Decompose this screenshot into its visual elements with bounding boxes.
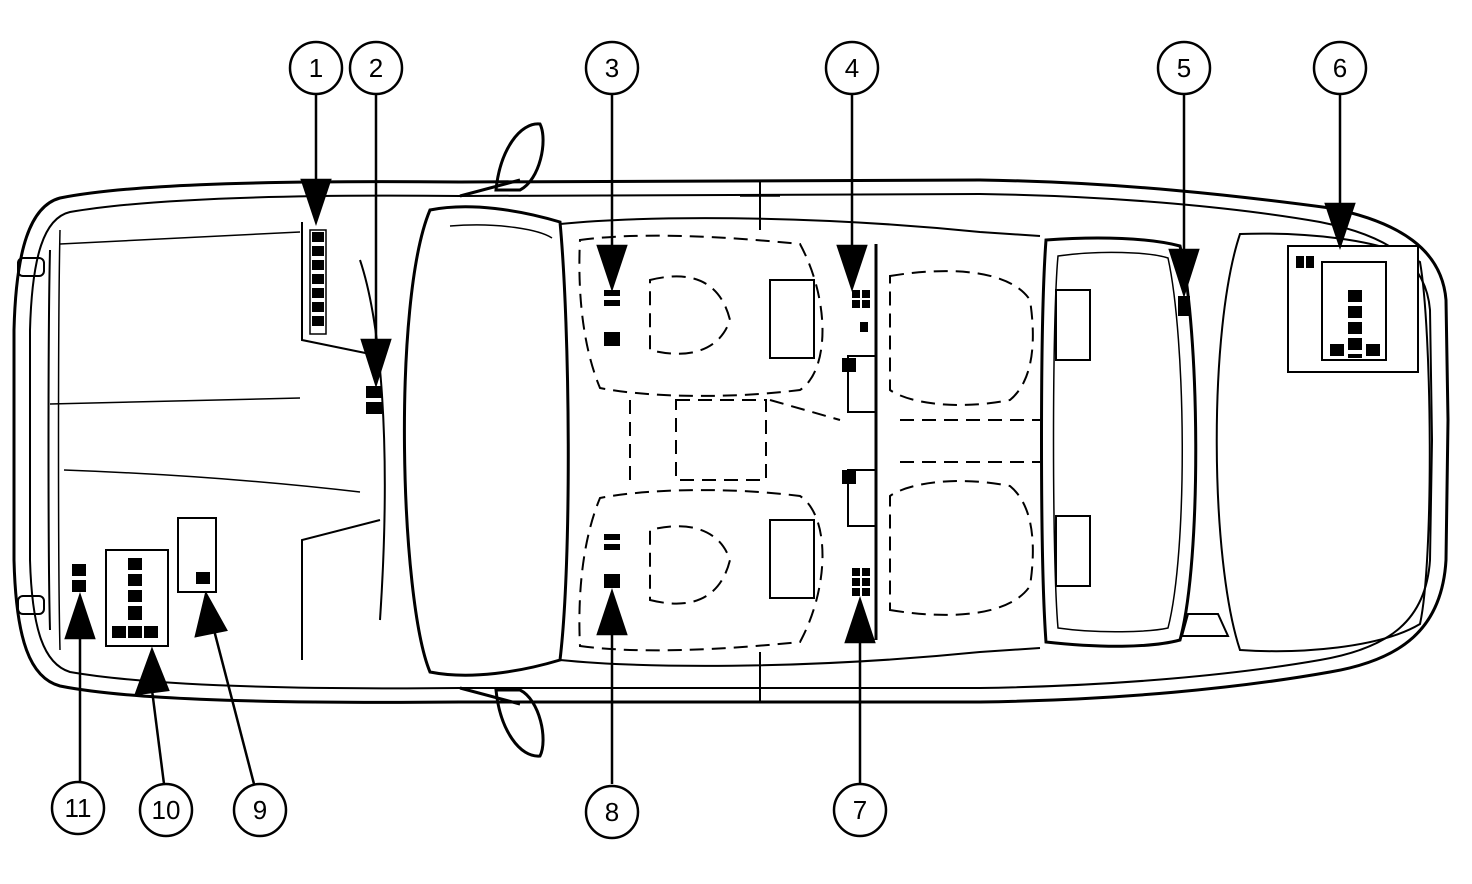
component-markers <box>72 229 1419 647</box>
callout-circles <box>50 40 1368 840</box>
module-4 <box>842 290 870 372</box>
module-9 <box>177 517 217 593</box>
leader-lines <box>64 94 1356 785</box>
arrow-1 <box>300 178 332 226</box>
callout-8: 8 <box>605 797 619 827</box>
module-5 <box>1178 296 1190 316</box>
car-body-outline <box>12 122 1450 758</box>
module-7 <box>842 470 870 596</box>
fuse-box-10 <box>105 549 169 647</box>
module-2 <box>366 386 382 414</box>
callout-5: 5 <box>1177 53 1191 83</box>
module-8 <box>604 534 620 588</box>
arrow-8 <box>596 588 628 636</box>
arrow-10 <box>134 646 170 696</box>
callout-4: 4 <box>845 53 859 83</box>
arrow-3 <box>596 244 628 292</box>
callout-9: 9 <box>253 795 267 825</box>
arrow-2 <box>360 338 392 389</box>
arrow-11 <box>64 592 96 640</box>
relay-strip-1 <box>309 229 327 335</box>
module-3 <box>604 290 620 346</box>
interior-seats <box>578 234 1040 652</box>
arrow-9 <box>194 590 228 638</box>
callout-2: 2 <box>369 53 383 83</box>
arrow-4 <box>836 244 868 292</box>
callout-1: 1 <box>309 53 323 83</box>
callout-11: 11 <box>65 793 92 823</box>
callout-6: 6 <box>1333 53 1347 83</box>
callout-7: 7 <box>853 795 867 825</box>
callout-10: 10 <box>152 795 181 825</box>
arrow-6 <box>1324 202 1356 250</box>
arrow-5 <box>1168 248 1200 299</box>
module-11 <box>72 564 86 592</box>
callout-labels: 1 2 3 4 5 6 7 8 9 10 11 <box>65 53 1348 827</box>
arrow-7 <box>844 596 876 644</box>
callout-3: 3 <box>605 53 619 83</box>
interior-solid-parts <box>769 279 1091 599</box>
fuse-box-6 <box>1287 245 1419 373</box>
